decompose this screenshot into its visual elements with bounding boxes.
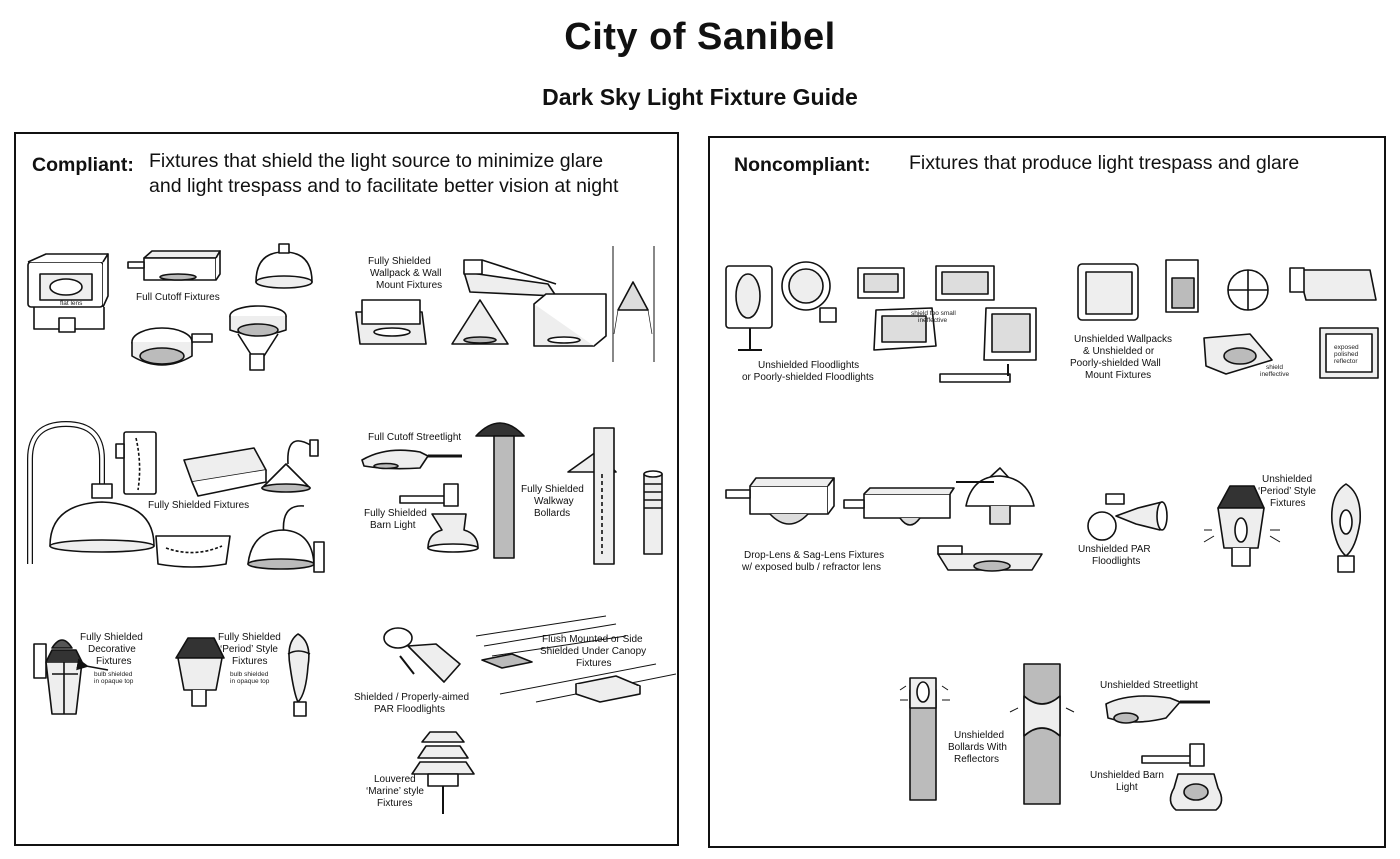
unshielded-period-lanterns-icon — [1204, 484, 1360, 572]
label-period-line-1: Fully Shielded — [218, 632, 281, 643]
post-top-shielded-icon — [230, 306, 286, 370]
note-bulb-shielded-b2: in opaque top — [230, 678, 270, 685]
under-canopy-fixtures-icon — [476, 616, 676, 702]
mushroom-bollard-icon — [476, 423, 524, 558]
label-louvered-line-2: ‘Marine’ style — [366, 786, 424, 797]
unshielded-par-flood-icon — [1088, 494, 1167, 540]
label-wallpack-line-3: Mount Fixtures — [376, 280, 443, 291]
label-louvered-line-3: Fixtures — [377, 798, 413, 809]
label-barn-line-2: Light — [1116, 782, 1138, 793]
label-wallpack-line-1: Fully Shielded — [368, 256, 431, 267]
label-wallpack-line-4: Mount Fixtures — [1085, 370, 1152, 381]
label-barn-line-1: Unshielded Barn — [1090, 770, 1164, 781]
noncompliant-fixtures-illustration — [710, 138, 1383, 845]
label-canopy-line-1: Flush Mounted or Side — [542, 634, 643, 645]
cylinder-wall-light-icon — [116, 432, 156, 494]
label-par-line-1: Unshielded PAR — [1078, 544, 1151, 555]
round-downlight-icon — [132, 328, 212, 365]
page-subtitle: Dark Sky Light Fixture Guide — [542, 84, 858, 110]
label-flood-line-1: Unshielded Floodlights — [758, 360, 860, 371]
label-bollard-line-3: Bollards — [534, 508, 571, 519]
shielded-period-lantern-icon — [176, 634, 310, 716]
label-canopy-line-2: Shielded Under Canopy — [540, 646, 647, 657]
compliant-fixtures-illustration — [16, 134, 676, 843]
note-bulb-shielded-a2: in opaque top — [94, 678, 134, 685]
label-bollard-line-2: Bollards With — [948, 742, 1007, 753]
label-wallpack-line-2: & Unshielded or — [1083, 346, 1155, 357]
label-par-line-2: PAR Floodlights — [374, 704, 445, 715]
note-reflector-3: reflector — [1334, 358, 1358, 365]
compliant-panel: Compliant: Fixtures that shield the ligh… — [14, 132, 679, 846]
fully-shielded-wallpack-icons — [356, 260, 606, 346]
noncompliant-description: Fixtures that produce light trespass and… — [909, 152, 1300, 174]
label-wallpack-line-3: Poorly-shielded Wall — [1070, 358, 1161, 369]
label-droplens-line-2: w/ exposed bulb / refractor lens — [742, 562, 881, 573]
note-flat-lens: flat lens — [60, 300, 83, 307]
cutoff-streetlight-icon — [362, 450, 462, 468]
label-wallpack-line-2: Wallpack & Wall — [370, 268, 442, 279]
unshielded-wallpacks-icon — [1078, 260, 1378, 378]
drop-lens-fixtures-icon — [726, 468, 1042, 571]
label-period-line-3: Fixtures — [1270, 498, 1306, 509]
noncompliant-heading: Noncompliant: — [734, 154, 871, 176]
label-barn-line-1: Fully Shielded — [364, 508, 427, 519]
note-reflector-1: exposed — [1334, 344, 1359, 351]
shielded-sconce-icon — [184, 440, 318, 496]
compliant-description-line-1: Fixtures that shield the light source to… — [149, 150, 604, 172]
note-reflector-2: polished — [1334, 351, 1359, 358]
label-period-line-2: ‘Period’ Style — [1258, 486, 1316, 497]
compliant-description-line-2: and light trespass and to facilitate bet… — [149, 175, 619, 197]
label-fully-shielded: Fully Shielded Fixtures — [148, 500, 250, 511]
unshielded-floodlights-icon — [726, 262, 1036, 382]
unshielded-barn-light-icon — [1142, 744, 1222, 810]
unshielded-streetlight-icon — [1106, 696, 1210, 723]
louvered-marine-fixture-icon — [412, 732, 474, 814]
label-bollard-line-1: Unshielded — [954, 730, 1005, 741]
label-cutoff-streetlight: Full Cutoff Streetlight — [368, 432, 462, 443]
walkway-bollard-icon — [568, 428, 662, 564]
label-decorative-line-2: Decorative — [88, 644, 136, 655]
label-par-line-2: Floodlights — [1092, 556, 1141, 567]
label-par-line-1: Shielded / Properly-aimed — [354, 692, 470, 703]
shielded-wall-fixtures-icon — [156, 506, 324, 572]
label-period-line-1: Unshielded — [1262, 474, 1313, 485]
label-period-line-3: Fixtures — [232, 656, 268, 667]
dome-pendant-icon — [256, 244, 312, 288]
label-bollard-line-1: Fully Shielded — [521, 484, 584, 495]
label-wallpack-line-1: Unshielded Wallpacks — [1074, 334, 1173, 345]
note-bulb-shielded-b1: bulb shielded — [230, 671, 269, 678]
label-full-cutoff: Full Cutoff Fixtures — [136, 292, 220, 303]
shielded-beam-icon — [613, 246, 654, 362]
shielded-barn-light-icon — [400, 484, 478, 552]
gooseneck-pole-icon — [30, 424, 154, 564]
unshielded-bollards-icon — [900, 664, 1074, 804]
note-shield-ineffective-2: ineffective — [1260, 371, 1290, 378]
label-flood-line-2: or Poorly-shielded Floodlights — [742, 372, 874, 383]
note-shield-too-small-2: ineffective — [918, 317, 948, 324]
label-droplens-line-1: Drop-Lens & Sag-Lens Fixtures — [744, 550, 885, 561]
shielded-par-flood-icon — [384, 628, 460, 682]
note-shield-ineffective-1: shield — [1266, 364, 1283, 371]
label-decorative-line-1: Fully Shielded — [80, 632, 143, 643]
note-bulb-shielded-a1: bulb shielded — [94, 671, 133, 678]
label-period-line-2: ‘Period’ Style — [220, 644, 278, 655]
label-decorative-line-3: Fixtures — [96, 656, 132, 667]
full-cutoff-wallbox-icon — [28, 254, 108, 332]
label-unshielded-streetlight: Unshielded Streetlight — [1100, 680, 1198, 691]
label-canopy-line-3: Fixtures — [576, 658, 612, 669]
compliant-heading: Compliant: — [32, 154, 134, 176]
label-bollard-line-2: Walkway — [534, 496, 574, 507]
label-bollard-line-3: Reflectors — [954, 754, 1000, 765]
label-barn-line-2: Barn Light — [370, 520, 416, 531]
page-title: City of Sanibel — [564, 16, 836, 58]
note-shield-too-small-1: shield too small — [911, 310, 956, 317]
shoebox-fixture-icon — [128, 251, 220, 280]
shielded-lantern-icon — [34, 640, 108, 714]
label-louvered-line-1: Louvered — [374, 774, 416, 785]
noncompliant-panel: Noncompliant: Fixtures that produce ligh… — [708, 136, 1386, 848]
